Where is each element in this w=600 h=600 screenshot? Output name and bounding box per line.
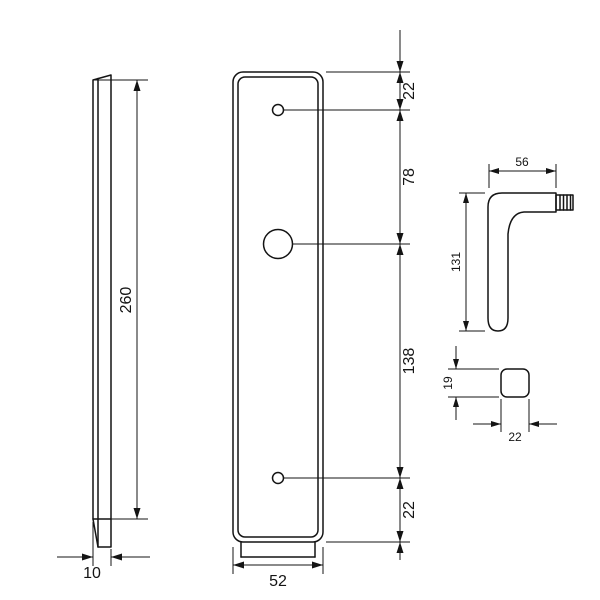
handle-length-dimension: 56 [488, 155, 557, 188]
dim-handle-height: 131 [449, 252, 463, 272]
spindle-hole [262, 228, 294, 260]
dim-section-height: 19 [441, 376, 455, 390]
dim-plate-width: 52 [269, 573, 287, 590]
dim-section-width: 22 [508, 430, 522, 444]
front-vertical-dimension-chain: 22 78 138 22 [284, 30, 418, 560]
handle-spindle [555, 194, 574, 211]
section-height-dimension: 19 [441, 346, 499, 420]
dim-hole-to-center: 78 [401, 168, 418, 186]
handle-side-view [487, 192, 574, 332]
plate-side-view [92, 74, 112, 548]
front-width-dimension: 52 [232, 547, 324, 590]
bottom-screw-hole [271, 471, 285, 485]
section-width-dimension: 22 [473, 399, 557, 444]
dim-bottom-hole-to-edge: 22 [401, 501, 418, 519]
handle-height-dimension: 131 [449, 192, 485, 332]
dim-side-thickness: 10 [83, 565, 101, 582]
side-thickness-dimension: 10 [57, 522, 150, 582]
side-height-dimension: 260 [94, 79, 148, 520]
dim-top-edge-to-hole: 22 [401, 82, 418, 100]
handle-cross-section [500, 368, 530, 398]
plate-front-view [232, 71, 324, 558]
dim-center-to-bottom-hole: 138 [401, 348, 418, 375]
dim-side-height: 260 [118, 287, 135, 314]
dim-handle-length: 56 [515, 155, 529, 169]
top-screw-hole [271, 103, 285, 117]
